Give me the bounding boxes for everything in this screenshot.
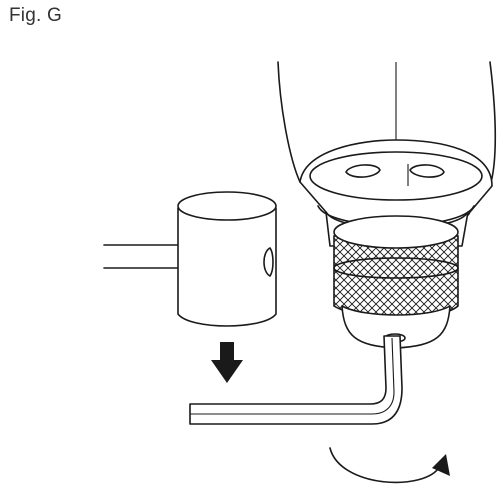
arrow-down-icon [211,342,243,383]
rotate-arrow-icon [329,447,450,484]
hex-key-icon [189,335,403,425]
figure-label: Fig. G [9,5,62,26]
drill-chuck-icon [277,61,497,349]
cylinder-part-icon [103,191,277,327]
